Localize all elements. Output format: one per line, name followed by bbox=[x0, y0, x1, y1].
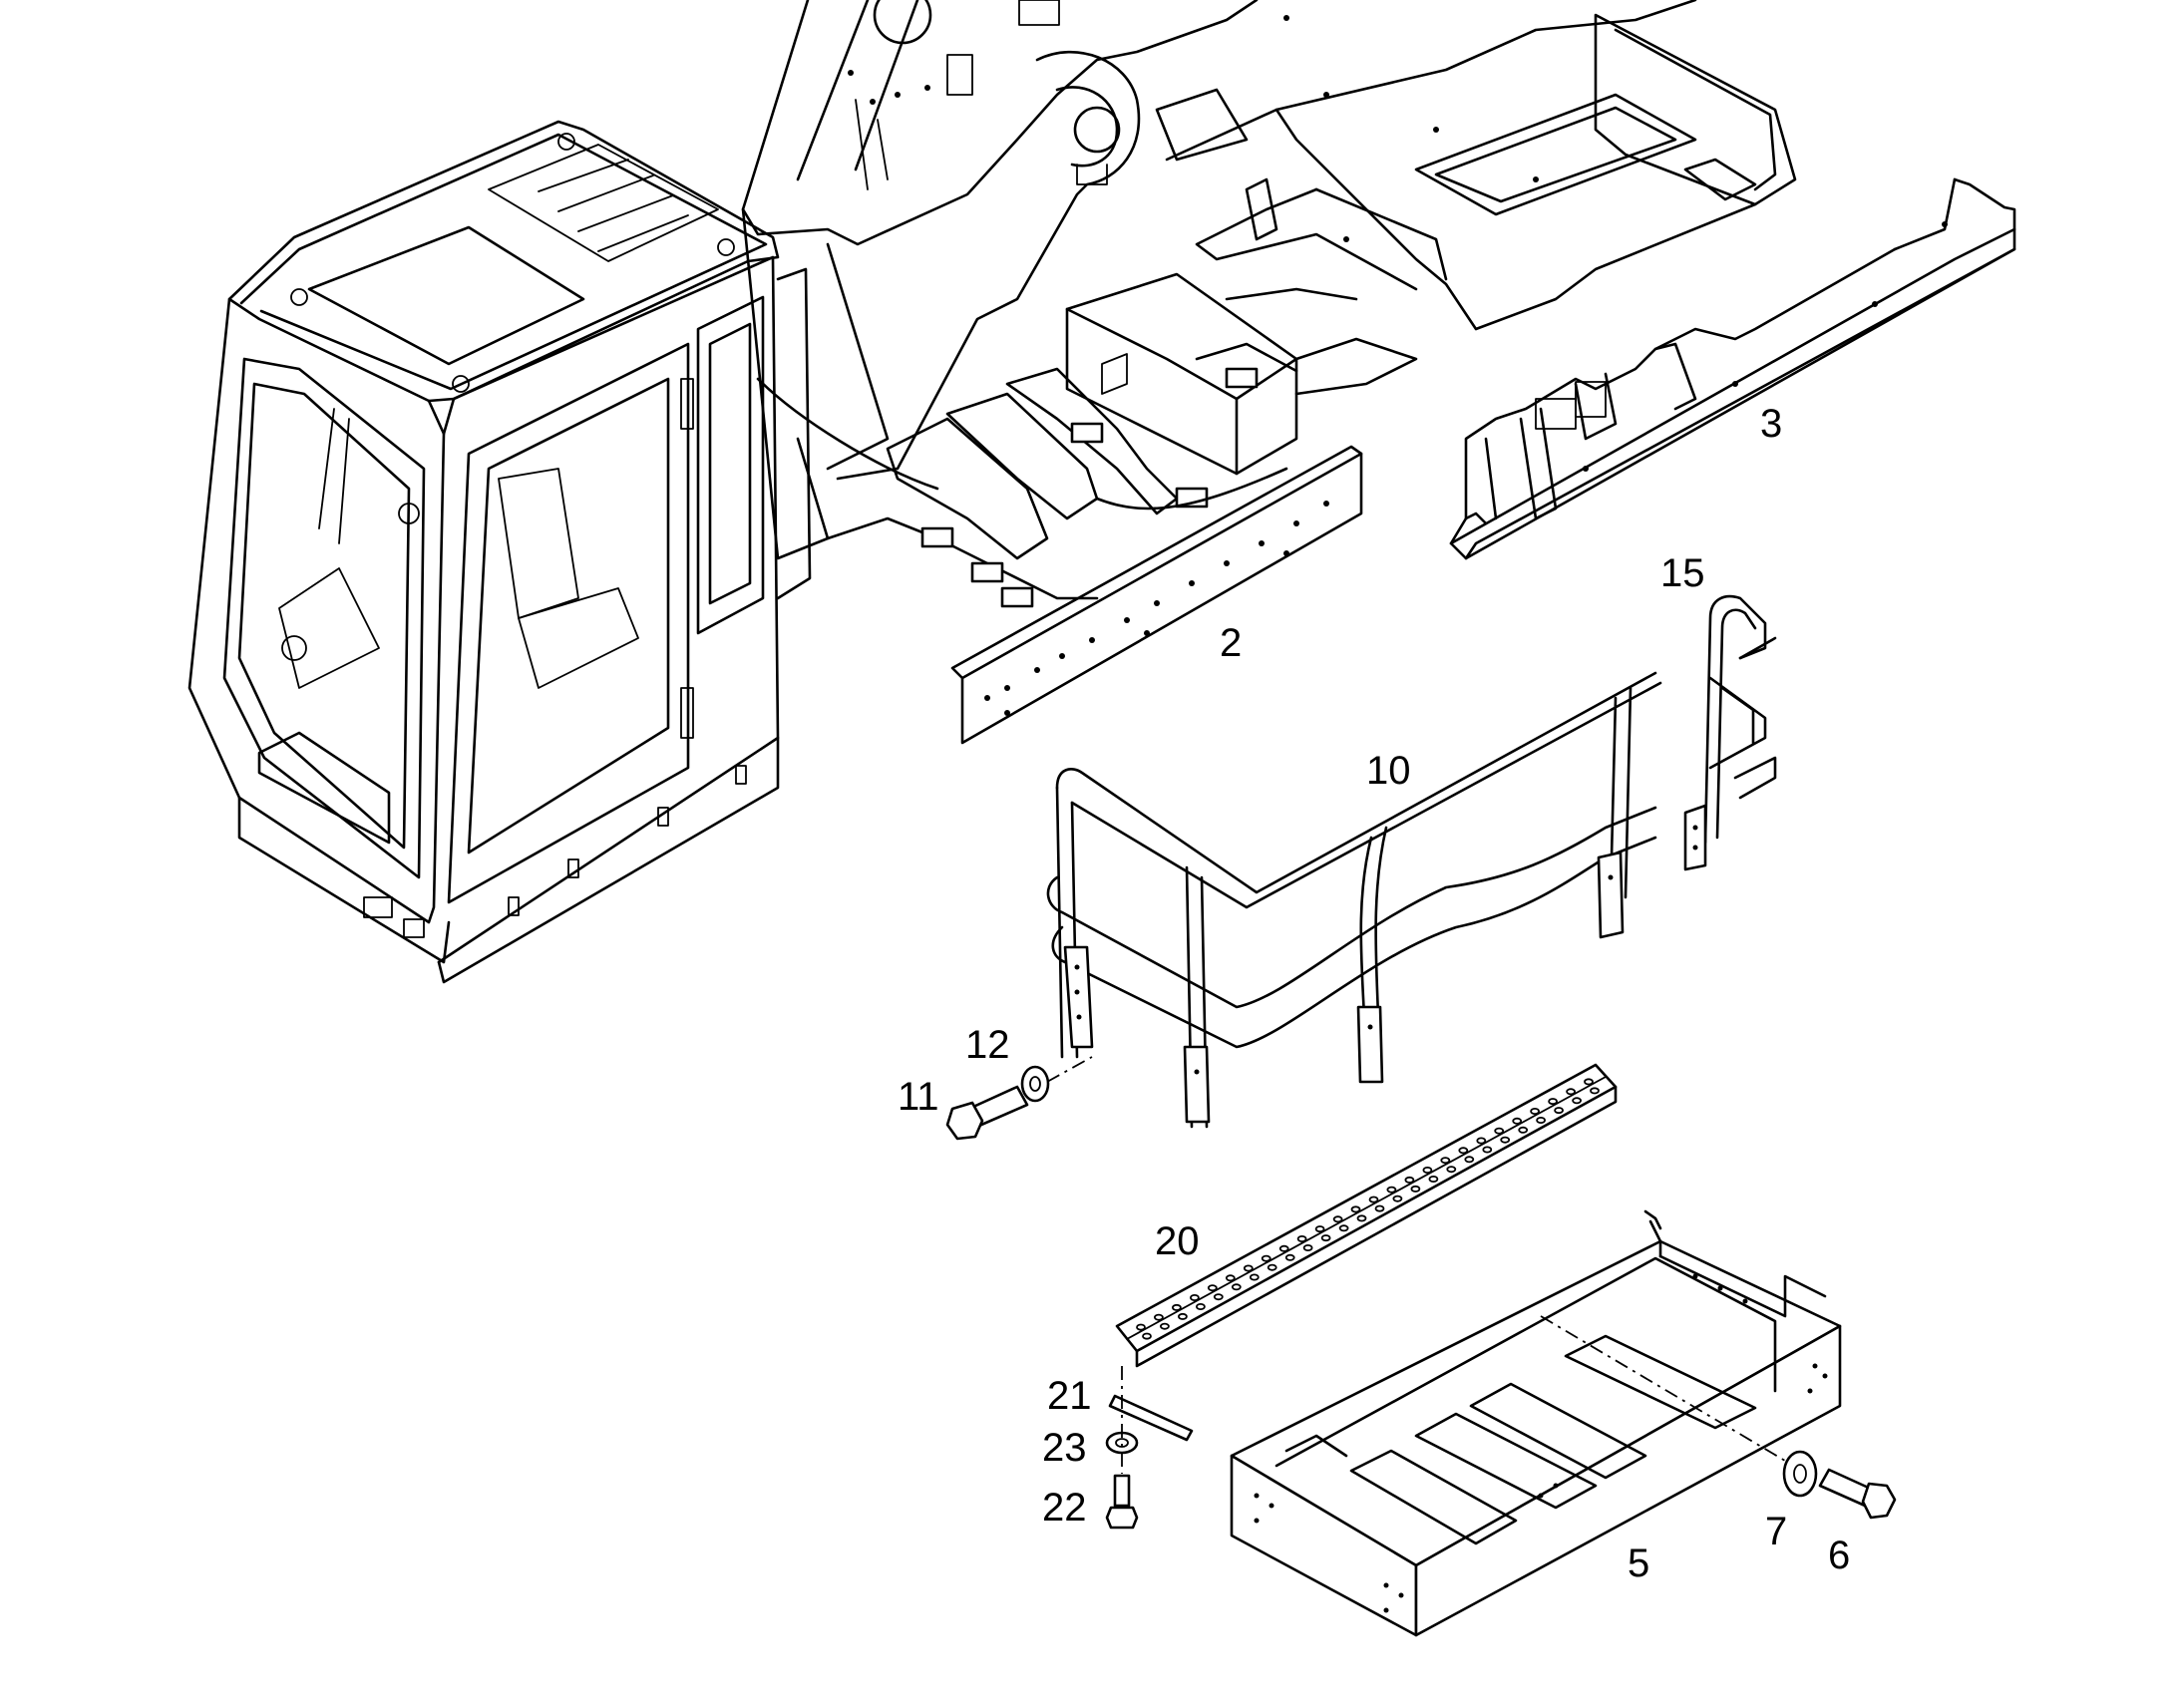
callout-3: 3 bbox=[1760, 402, 1783, 446]
part-21-strip bbox=[1108, 1394, 1194, 1442]
grating-hole bbox=[1458, 1147, 1469, 1155]
callout-21: 21 bbox=[1047, 1374, 1092, 1418]
grating-hole bbox=[1566, 1088, 1576, 1096]
grating-hole bbox=[1320, 1234, 1331, 1242]
main-frame bbox=[741, 0, 1797, 608]
part-2-side-beam bbox=[950, 445, 1363, 745]
grating-hole bbox=[1302, 1244, 1313, 1252]
grating-hole bbox=[1213, 1293, 1224, 1301]
part-15-hand-railing bbox=[1683, 594, 1777, 871]
grating-hole bbox=[1410, 1185, 1421, 1193]
callout-7: 7 bbox=[1765, 1510, 1788, 1553]
grating-hole bbox=[1572, 1097, 1582, 1105]
part-5-box-frame bbox=[1230, 1209, 1842, 1637]
callout-20: 20 bbox=[1155, 1219, 1200, 1263]
grating-hole bbox=[1278, 1244, 1289, 1252]
grating-holes bbox=[1136, 1078, 1600, 1340]
grating-hole bbox=[1350, 1205, 1361, 1213]
grating-hole bbox=[1332, 1215, 1343, 1223]
grating-hole bbox=[1374, 1204, 1385, 1212]
grating-hole bbox=[1178, 1312, 1188, 1320]
grating-hole bbox=[1584, 1078, 1594, 1086]
grating-hole bbox=[1231, 1283, 1242, 1291]
grating-hole bbox=[1476, 1137, 1487, 1145]
part-6-bolt bbox=[1818, 1468, 1897, 1520]
callout-22: 22 bbox=[1042, 1486, 1087, 1530]
callout-23: 23 bbox=[1042, 1426, 1087, 1470]
grating-hole bbox=[1548, 1098, 1558, 1106]
grating-hole bbox=[1172, 1303, 1182, 1311]
grating-hole bbox=[1296, 1235, 1307, 1243]
grating-hole bbox=[1530, 1108, 1540, 1116]
grating-hole bbox=[1404, 1176, 1415, 1184]
grating-hole bbox=[1464, 1156, 1475, 1164]
grating-hole bbox=[1428, 1176, 1439, 1184]
grating-hole bbox=[1500, 1136, 1511, 1144]
part-12-washer bbox=[1020, 1065, 1050, 1103]
grating-hole bbox=[1482, 1146, 1493, 1154]
grating-hole bbox=[1356, 1214, 1367, 1222]
grating-hole bbox=[1314, 1225, 1325, 1233]
callout-2: 2 bbox=[1220, 621, 1243, 665]
grating-hole bbox=[1446, 1166, 1457, 1174]
callout-10: 10 bbox=[1366, 749, 1411, 793]
grating-hole bbox=[1225, 1274, 1236, 1282]
callout-11: 11 bbox=[898, 1075, 939, 1119]
grating-hole bbox=[1590, 1087, 1600, 1095]
grating-hole bbox=[1142, 1332, 1152, 1340]
callout-6: 6 bbox=[1828, 1534, 1851, 1577]
grating-hole bbox=[1422, 1167, 1433, 1175]
part-3-channel-rail bbox=[1449, 177, 2016, 560]
part-7-washer bbox=[1782, 1450, 1818, 1498]
grating-hole bbox=[1440, 1157, 1451, 1165]
operator-cab bbox=[187, 120, 812, 984]
callout-12: 12 bbox=[965, 1023, 1010, 1067]
grating-hole bbox=[1249, 1273, 1260, 1281]
grating-hole bbox=[1392, 1195, 1403, 1202]
grating-hole bbox=[1338, 1224, 1349, 1232]
grating-hole bbox=[1267, 1263, 1277, 1271]
grating-hole bbox=[1518, 1126, 1529, 1134]
grating-hole bbox=[1284, 1253, 1295, 1261]
grating-hole bbox=[1261, 1254, 1272, 1262]
callout-5: 5 bbox=[1628, 1541, 1650, 1585]
callout-15: 15 bbox=[1660, 551, 1705, 595]
part-20-grating-step bbox=[1115, 1063, 1618, 1368]
grating-hole bbox=[1536, 1117, 1546, 1125]
part-10-guard-rail bbox=[1046, 671, 1662, 1129]
grating-hole bbox=[1494, 1127, 1505, 1135]
grating-hole bbox=[1368, 1196, 1379, 1203]
grating-hole bbox=[1154, 1313, 1164, 1321]
grating-hole bbox=[1386, 1186, 1397, 1194]
grating-hole bbox=[1512, 1117, 1523, 1125]
grating-hole bbox=[1207, 1284, 1218, 1292]
part-22-bolt bbox=[1105, 1474, 1139, 1530]
grating-hole bbox=[1196, 1303, 1206, 1311]
grating-hole bbox=[1190, 1294, 1200, 1302]
grating-hole bbox=[1243, 1264, 1254, 1272]
grating-hole bbox=[1554, 1107, 1564, 1115]
grating-hole bbox=[1136, 1323, 1146, 1331]
part-11-bolt bbox=[945, 1085, 1029, 1141]
grating-hole bbox=[1160, 1322, 1170, 1330]
